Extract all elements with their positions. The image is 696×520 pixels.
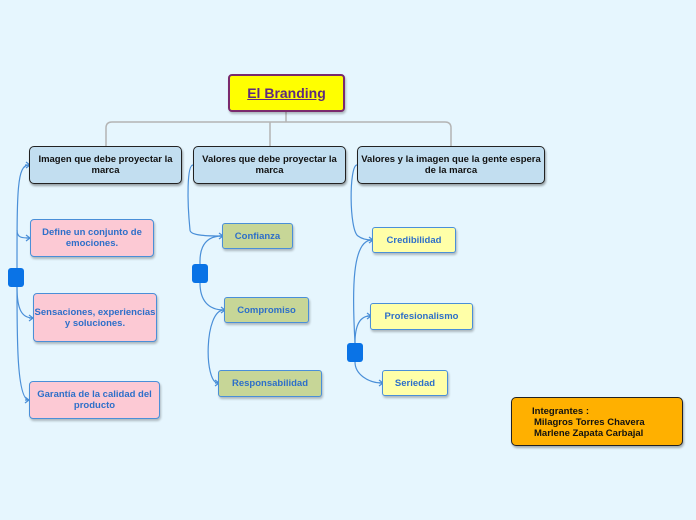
subtopic-compromiso[interactable]: Compromiso — [224, 297, 309, 323]
subtopic-responsabilidad[interactable]: Responsabilidad — [218, 370, 322, 397]
member-name: Marlene Zapata Carbajal — [534, 428, 644, 439]
collapse-handle-valores-imagen[interactable] — [347, 343, 363, 362]
subtopic-profesionalismo[interactable]: Profesionalismo — [370, 303, 473, 330]
branch-valores[interactable]: Valores que debe proyectar la marca — [193, 146, 346, 184]
branch-imagen[interactable]: Imagen que debe proyectar la marca — [29, 146, 182, 184]
subtopic-seriedad[interactable]: Seriedad — [382, 370, 448, 396]
member-name: Milagros Torres Chavera — [534, 417, 645, 428]
members-note[interactable]: Integrantes : Milagros Torres Chavera Ma… — [511, 397, 683, 446]
collapse-handle-imagen[interactable] — [8, 268, 24, 287]
root-topic[interactable]: El Branding — [228, 74, 345, 112]
subtopic-garantia-calidad[interactable]: Garantía de la calidad del producto — [29, 381, 160, 419]
branch-valores-imagen[interactable]: Valores y la imagen que la gente espera … — [357, 146, 545, 184]
collapse-handle-valores[interactable] — [192, 264, 208, 283]
members-note-title: Integrantes : — [532, 406, 590, 417]
subtopic-confianza[interactable]: Confianza — [222, 223, 293, 249]
subtopic-define-emociones[interactable]: Define un conjunto de emociones. — [30, 219, 154, 257]
subtopic-credibilidad[interactable]: Credibilidad — [372, 227, 456, 253]
subtopic-sensaciones[interactable]: Sensaciones, experiencias y soluciones. — [33, 293, 157, 342]
